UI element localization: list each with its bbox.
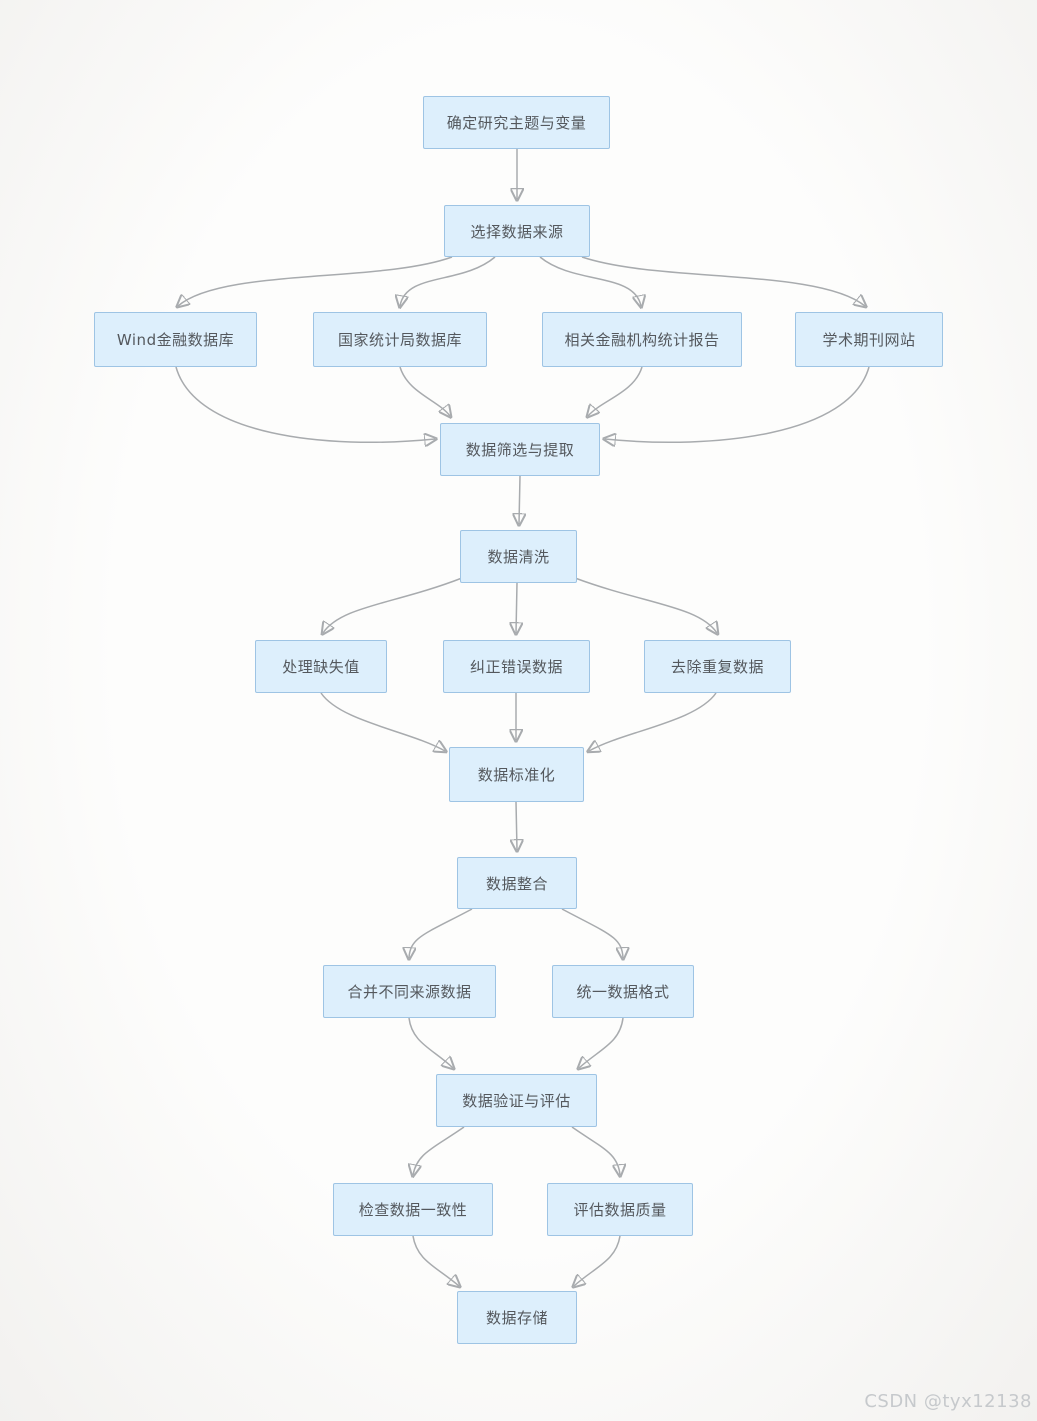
node-check-consistency: 检查数据一致性	[333, 1183, 493, 1236]
node-standardize: 数据标准化	[449, 747, 584, 802]
edge-check-consistency-to-data-storage	[412, 1235, 459, 1286]
edge-select-source-to-wind-db	[178, 256, 453, 306]
edge-financial-reports-to-filter-extract	[588, 366, 643, 416]
edge-unify-format-to-validate-evaluate	[579, 1017, 624, 1068]
node-financial-reports: 相关金融机构统计报告	[542, 312, 742, 367]
edge-standardize-to-integrate	[516, 801, 517, 850]
node-missing-values: 处理缺失值	[255, 640, 387, 693]
edge-missing-values-to-standardize	[320, 692, 445, 751]
node-correct-errors: 纠正错误数据	[443, 640, 590, 693]
edge-data-cleaning-to-missing-values	[323, 577, 463, 633]
edge-filter-extract-to-data-cleaning	[519, 475, 520, 524]
edge-select-source-to-stats-bureau-db	[400, 256, 496, 306]
node-merge-sources: 合并不同来源数据	[323, 965, 496, 1018]
edge-stats-bureau-db-to-filter-extract	[399, 366, 450, 416]
edge-validate-evaluate-to-check-consistency	[413, 1126, 465, 1175]
watermark: CSDN @tyx12138	[864, 1391, 1032, 1412]
edge-integrate-to-merge-sources	[409, 908, 473, 958]
edge-select-source-to-financial-reports	[539, 256, 641, 306]
node-data-cleaning: 数据清洗	[460, 530, 577, 583]
edge-data-cleaning-to-dedupe	[574, 577, 717, 633]
edge-merge-sources-to-validate-evaluate	[408, 1017, 453, 1068]
node-filter-extract: 数据筛选与提取	[440, 423, 600, 476]
node-wind-db: Wind金融数据库	[94, 312, 257, 367]
node-data-storage: 数据存储	[457, 1291, 577, 1344]
edge-dedupe-to-standardize	[589, 692, 717, 751]
edge-select-source-to-academic-sites	[581, 256, 865, 306]
node-stats-bureau-db: 国家统计局数据库	[313, 312, 487, 367]
node-unify-format: 统一数据格式	[552, 965, 694, 1018]
edge-validate-evaluate-to-assess-quality	[571, 1126, 620, 1175]
edge-data-cleaning-to-correct-errors	[516, 582, 517, 633]
edge-academic-sites-to-filter-extract	[605, 366, 870, 442]
node-define-topic: 确定研究主题与变量	[423, 96, 610, 149]
node-assess-quality: 评估数据质量	[547, 1183, 693, 1236]
node-select-source: 选择数据来源	[444, 205, 590, 257]
node-academic-sites: 学术期刊网站	[795, 312, 943, 367]
edge-integrate-to-unify-format	[561, 908, 623, 958]
node-validate-evaluate: 数据验证与评估	[436, 1074, 597, 1127]
edge-wind-db-to-filter-extract	[175, 366, 435, 442]
node-dedupe: 去除重复数据	[644, 640, 791, 693]
edge-assess-quality-to-data-storage	[574, 1235, 621, 1286]
node-integrate: 数据整合	[457, 857, 577, 909]
